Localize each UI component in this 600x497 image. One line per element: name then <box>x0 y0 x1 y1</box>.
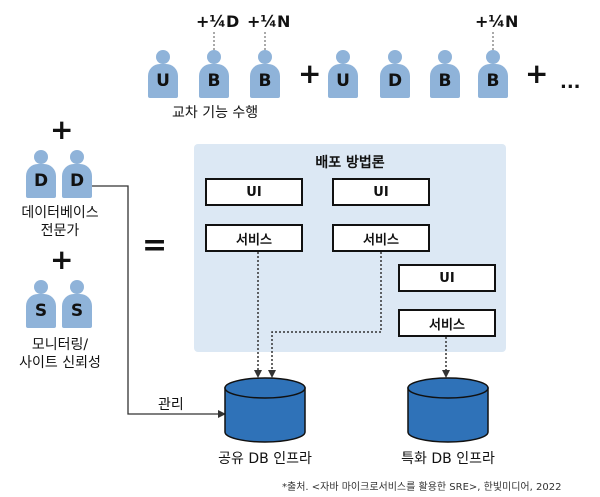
fraction-label-2: +¼N <box>247 12 291 31</box>
person-sre-2: S <box>62 280 92 328</box>
source-note: *출처. <자바 마이크로서비스를 활용한 SRE>, 한빛미디어, 2022 <box>282 482 562 493</box>
person-letter: B <box>478 64 508 98</box>
person-head <box>486 50 500 64</box>
plus-sign-left-2: + <box>50 243 74 276</box>
service-box-2: 서비스 <box>332 224 430 252</box>
person-letter: S <box>26 294 56 328</box>
ui-box-2: UI <box>332 178 430 206</box>
person-letter: B <box>199 64 229 98</box>
fraction-label-1: +¼D <box>196 12 240 31</box>
person-head <box>258 50 272 64</box>
person-letter: S <box>62 294 92 328</box>
special-db-label: 특화 DB 인프라 <box>401 451 495 467</box>
equals-sign: = <box>142 228 168 263</box>
person-letter: D <box>62 164 92 198</box>
ui-box-1: UI <box>205 178 303 206</box>
person-letter: B <box>430 64 460 98</box>
person-top-4: U <box>328 50 358 98</box>
ellipsis: ... <box>560 72 581 93</box>
person-letter: D <box>380 64 410 98</box>
plus-sign-top-1: + <box>298 57 322 90</box>
person-letter: B <box>250 64 280 98</box>
ui-box-3: UI <box>398 264 496 292</box>
person-head <box>70 150 84 164</box>
service3-arrowhead <box>442 370 450 378</box>
person-top-5: D <box>380 50 410 98</box>
person-head <box>34 150 48 164</box>
service1-arrowhead <box>254 370 262 378</box>
service-box-3: 서비스 <box>398 309 496 337</box>
service-box-1: 서비스 <box>205 224 303 252</box>
person-top-2: B <box>199 50 229 98</box>
sre-label-line1: 모니터링/ <box>31 337 89 353</box>
person-head <box>336 50 350 64</box>
plus-sign-top-2: + <box>525 57 549 90</box>
person-letter: U <box>328 64 358 98</box>
shared-db-label: 공유 DB 인프라 <box>218 451 312 467</box>
person-head <box>156 50 170 64</box>
person-db-expert-1: D <box>26 150 56 198</box>
person-sre-1: S <box>26 280 56 328</box>
deployment-title: 배포 방법론 <box>315 155 385 171</box>
manage-arrowhead <box>218 410 226 418</box>
sre-label-line2: 사이트 신뢰성 <box>19 355 101 371</box>
db-expert-manage-line <box>92 185 220 415</box>
person-top-3: B <box>250 50 280 98</box>
person-head <box>70 280 84 294</box>
special-db-cylinder <box>407 377 489 443</box>
fraction-label-3: +¼N <box>475 12 519 31</box>
person-head <box>207 50 221 64</box>
person-top-6: B <box>430 50 460 98</box>
plus-sign-left-1: + <box>50 113 74 146</box>
service2-arrowhead <box>268 370 276 378</box>
db-expert-label-line1: 데이터베이스 <box>21 205 99 221</box>
person-top-7: B <box>478 50 508 98</box>
shared-db-cylinder <box>224 377 306 443</box>
person-head <box>34 280 48 294</box>
manage-label: 관리 <box>158 397 184 413</box>
cross-function-caption: 교차 기능 수행 <box>172 105 259 121</box>
person-letter: U <box>148 64 178 98</box>
person-head <box>438 50 452 64</box>
person-head <box>388 50 402 64</box>
db-expert-label-line2: 전문가 <box>40 223 80 239</box>
person-top-1: U <box>148 50 178 98</box>
person-db-expert-2: D <box>62 150 92 198</box>
person-letter: D <box>26 164 56 198</box>
service2-db-connector <box>271 252 382 370</box>
